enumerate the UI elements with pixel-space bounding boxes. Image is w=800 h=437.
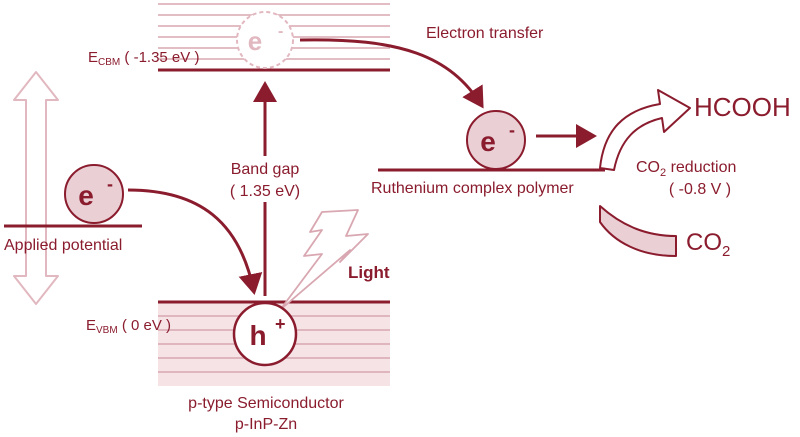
- evbm-label: EVBM ( 0 eV ): [86, 317, 171, 336]
- electron-injection-arrow: [127, 188, 263, 295]
- applied-potential-double-arrow: [13, 71, 59, 305]
- faded-electron-symbol: e: [248, 26, 262, 56]
- faded-electron-charge: -: [278, 23, 283, 40]
- injected-electron-charge: -: [107, 174, 113, 194]
- co2-reduction-label: CO2 reduction: [636, 159, 736, 179]
- transferred-electron-charge: -: [509, 120, 515, 140]
- transferred-electron: e -: [466, 110, 526, 170]
- excited-electron-faded: e -: [236, 11, 294, 69]
- injected-electron-symbol: e: [78, 180, 94, 211]
- band-gap-value: ( 1.35 eV): [230, 183, 300, 200]
- hcooh-product-arrow: [599, 89, 691, 171]
- lightning-bolt-icon: [279, 209, 369, 311]
- semiconductor-material-label: p-InP-Zn: [235, 416, 297, 433]
- hcooh-label: HCOOH: [694, 92, 791, 122]
- hole-particle: h +: [232, 301, 298, 367]
- light-label: Light: [348, 263, 390, 282]
- band-gap-label: Band gap: [231, 161, 300, 178]
- injected-electron: e -: [64, 164, 124, 224]
- hole-symbol: h: [249, 320, 266, 351]
- electron-transfer-arrow: [299, 38, 484, 109]
- applied-potential-label: Applied potential: [4, 237, 122, 254]
- transferred-electron-symbol: e: [480, 126, 496, 157]
- hole-charge: +: [275, 314, 286, 334]
- co2-reduction-value: ( -0.8 V ): [669, 181, 731, 198]
- semiconductor-type-label: p-type Semiconductor: [188, 395, 344, 412]
- ruthenium-label: Ruthenium complex polymer: [371, 180, 574, 197]
- ecbm-label: ECBM ( -1.35 eV ): [88, 49, 199, 68]
- co2-input-band: [599, 205, 677, 257]
- electron-transfer-label: Electron transfer: [426, 25, 544, 42]
- co2-label: CO2: [686, 229, 730, 260]
